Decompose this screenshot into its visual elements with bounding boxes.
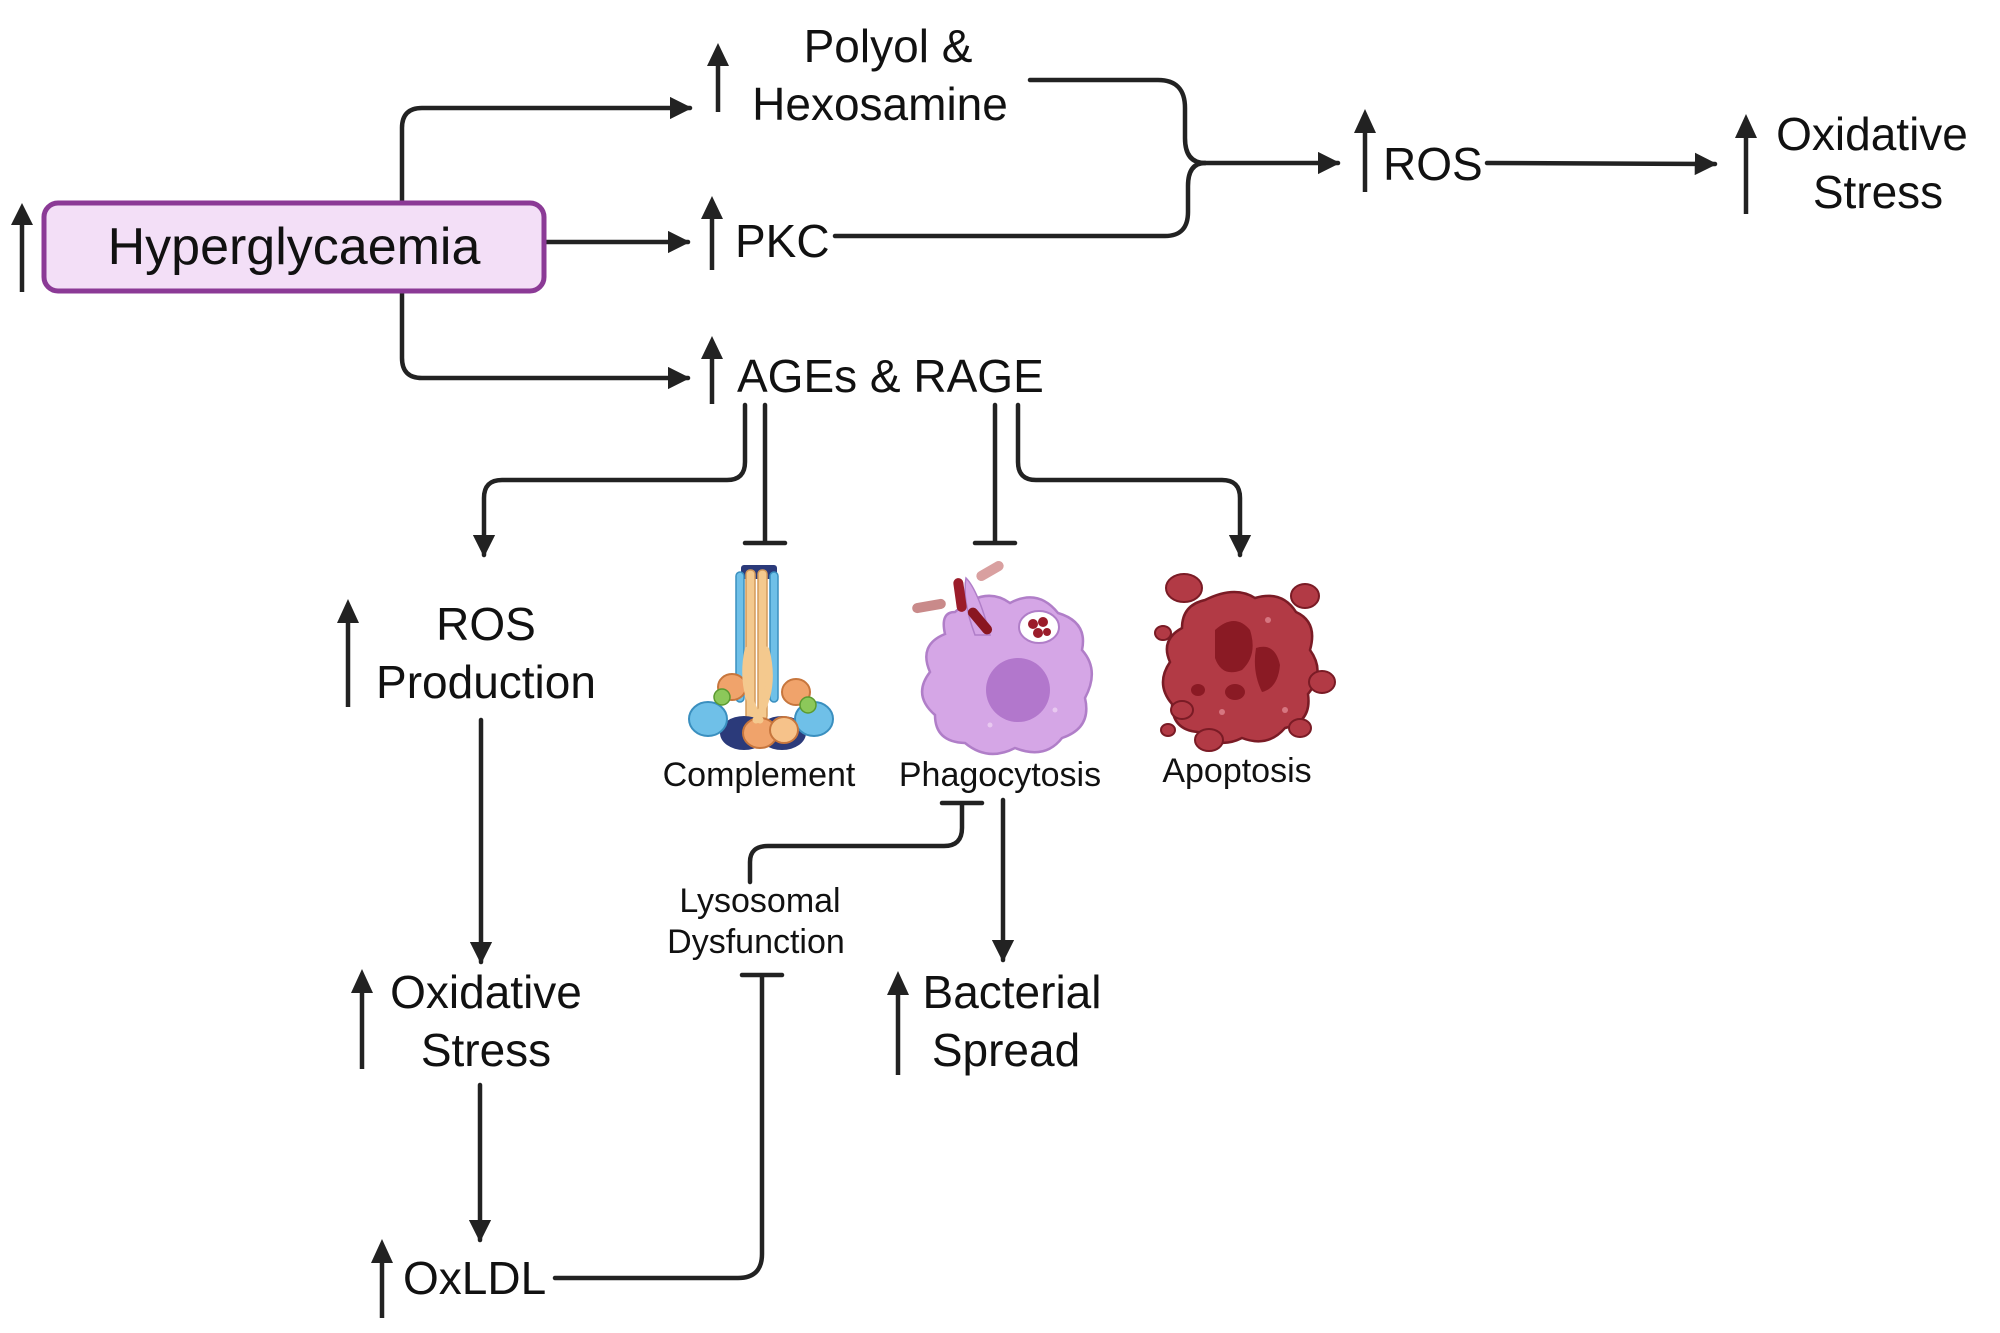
up-arrow-icon	[371, 1239, 393, 1318]
oxidative-bottom-line1: Oxidative	[390, 966, 582, 1018]
up-arrow-icon	[701, 196, 723, 270]
apoptosis-label: Apoptosis	[1162, 752, 1311, 790]
connector-hyper-to-ages	[399, 289, 691, 390]
complement-label: Complement	[663, 756, 856, 794]
ages-rage-label: AGEs & RAGE	[737, 350, 1044, 402]
connector-polyol-to-merge	[1027, 77, 1208, 166]
phagocytosis-label: Phagocytosis	[899, 756, 1101, 794]
polyol-label-line2: Hexosamine	[752, 78, 1008, 130]
up-arrow-icon	[701, 336, 723, 404]
up-arrow-icon	[887, 971, 909, 1075]
pkc-label: PKC	[735, 215, 830, 267]
up-arrow-icon	[707, 43, 729, 112]
phagocyte-icon	[912, 561, 1093, 756]
apoptotic-cell-icon	[1154, 573, 1336, 752]
hyperglycaemia-label: Hyperglycaemia	[108, 218, 481, 276]
oxldl-label: OxLDL	[403, 1252, 546, 1304]
connector-ages-to-apoptosis	[1015, 402, 1252, 558]
complement-protein-icon	[688, 565, 834, 750]
oxidative-top-line2: Stress	[1813, 166, 1943, 218]
lysosomal-line1: Lysosomal	[679, 882, 840, 920]
up-arrow-icon	[1735, 114, 1757, 214]
connector-ages-to-ros-production	[472, 402, 748, 558]
hyperglycaemia-box	[41, 200, 547, 294]
up-arrow-icon	[1354, 109, 1376, 192]
connector-pkc-to-merge	[832, 160, 1208, 239]
bacterial-line1: Bacterial	[923, 966, 1102, 1018]
oxidative-top-line1: Oxidative	[1776, 108, 1968, 160]
up-arrow-icon	[337, 599, 359, 707]
connector-ros-to-oxidative	[1484, 152, 1718, 176]
lysosomal-line2: Dysfunction	[667, 923, 845, 961]
oxidative-bottom-line2: Stress	[421, 1024, 551, 1076]
polyol-label-line1: Polyol &	[804, 20, 973, 72]
ros-top-label: ROS	[1383, 138, 1483, 190]
bacterial-line2: Spread	[932, 1024, 1080, 1076]
inhibitor-lysosomal-to-phagocytosis	[747, 801, 965, 885]
connector-hyper-to-polyol	[399, 96, 693, 205]
ros-production-line2: Production	[376, 656, 596, 708]
up-arrow-icon	[351, 969, 373, 1069]
up-arrow-icon	[11, 203, 33, 292]
inhibitor-oxldl-to-lysosomal	[552, 973, 765, 1281]
ros-production-line1: ROS	[436, 598, 536, 650]
